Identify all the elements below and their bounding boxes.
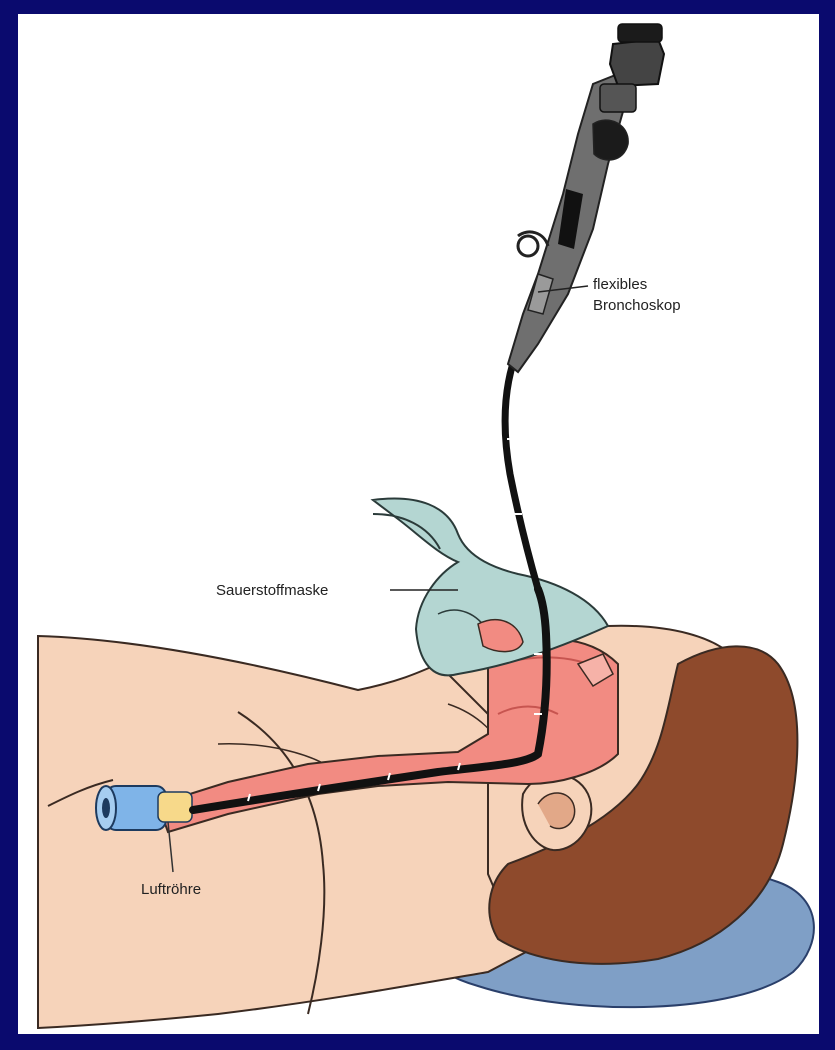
diagram-frame: flexibles Bronchoskop Sauerstoffmaske Lu…	[18, 14, 819, 1034]
bronchoscope-label-line2: Bronchoskop	[593, 295, 681, 316]
bronchoscope-label: flexibles Bronchoskop	[593, 274, 681, 316]
bronchoscopy-illustration	[18, 14, 819, 1034]
oxygen-mask-label: Sauerstoffmaske	[216, 580, 328, 601]
bronchoscope-handle	[508, 24, 664, 372]
leader-lines	[390, 286, 588, 590]
bronchoscope-tube-outside	[505, 360, 538, 589]
trachea-label: Luftröhre	[141, 879, 201, 900]
bronchoscope-label-line1: flexibles	[593, 274, 681, 295]
